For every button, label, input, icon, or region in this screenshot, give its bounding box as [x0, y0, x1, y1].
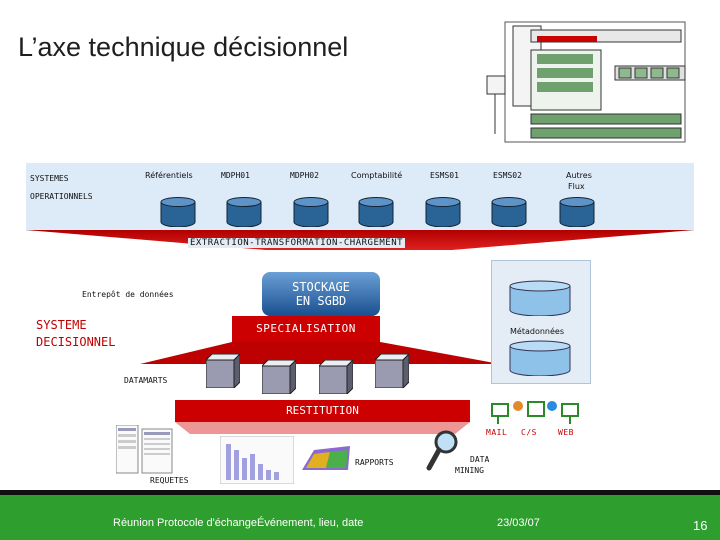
database-icon [491, 197, 527, 227]
channel-web-label: WEB [558, 428, 574, 437]
datamining-label-line1: DATA [470, 455, 490, 464]
restitution-bar: RESTITUTION [175, 400, 470, 422]
source-label-mdph01: MDPH01 [221, 171, 250, 180]
source-label-autres-line2: Flux [568, 182, 585, 191]
database-icon [226, 197, 262, 227]
database-icon [358, 197, 394, 227]
database-icon [293, 197, 329, 227]
database-icon [509, 340, 571, 376]
datamarts-label: DATAMARTS [124, 376, 168, 385]
stockage-line1: STOCKAGE [292, 280, 350, 294]
report-3d-chart-icon [302, 446, 350, 470]
source-label-esms01: ESMS01 [430, 171, 459, 180]
operational-label-line2: OPERATIONNELS [30, 192, 93, 201]
footer-divider [0, 490, 720, 495]
etl-label: EXTRACTION-TRANSFORMATION-CHARGEMENT [188, 238, 406, 248]
datamining-label-line2: MINING [455, 466, 484, 475]
decisionnel-label-line2: DECISIONNEL [36, 335, 116, 349]
footer-bar [0, 495, 720, 540]
source-label-mdph02: MDPH02 [290, 171, 319, 180]
magnifier-icon [426, 430, 458, 471]
footer-meeting-text: Réunion Protocole d'échangeÉvénement, li… [113, 517, 364, 529]
stockage-sgbd-box: STOCKAGE EN SGBD [262, 272, 380, 316]
channel-mail-label: MAIL [486, 428, 508, 437]
database-icon [425, 197, 461, 227]
stockage-line2: EN SGBD [295, 294, 347, 308]
datamart-cube-icon [262, 360, 296, 394]
specialisation-bar: SPECIALISATION [232, 316, 380, 342]
page-title: L’axe technique décisionnel [18, 32, 349, 62]
report-bar-chart-icon [220, 436, 294, 484]
datamart-cube-icon [375, 354, 409, 388]
decisionnel-label-line1: SYSTEME [36, 318, 87, 332]
footer-date: 23/03/07 [497, 517, 540, 529]
datamart-cube-icon [206, 354, 240, 388]
source-label-autres-line1: Autres [566, 171, 592, 180]
database-icon [509, 280, 571, 316]
restitution-funnel [175, 422, 470, 434]
source-label-comptabilite: Comptabilité [351, 171, 403, 180]
page-number: 16 [693, 518, 708, 533]
etl-funnel [26, 230, 694, 250]
query-screen-icon [116, 425, 173, 474]
rapports-label: RAPPORTS [355, 458, 394, 467]
source-label-referentiels: Référentiels [145, 171, 193, 180]
mini-architecture-diagram [486, 21, 686, 143]
metadonnees-label: Métadonnées [510, 327, 564, 336]
source-label-esms02: ESMS02 [493, 171, 522, 180]
datamart-cube-icon [319, 360, 353, 394]
network-computers-icon [491, 401, 579, 424]
operational-label-line1: SYSTEMES [30, 174, 69, 183]
database-icon [160, 197, 196, 227]
channel-cs-label: C/S [521, 428, 537, 437]
requetes-label: REQUETES [150, 476, 189, 485]
database-icon [559, 197, 595, 227]
entrepot-label: Entrepôt de données [82, 290, 174, 299]
